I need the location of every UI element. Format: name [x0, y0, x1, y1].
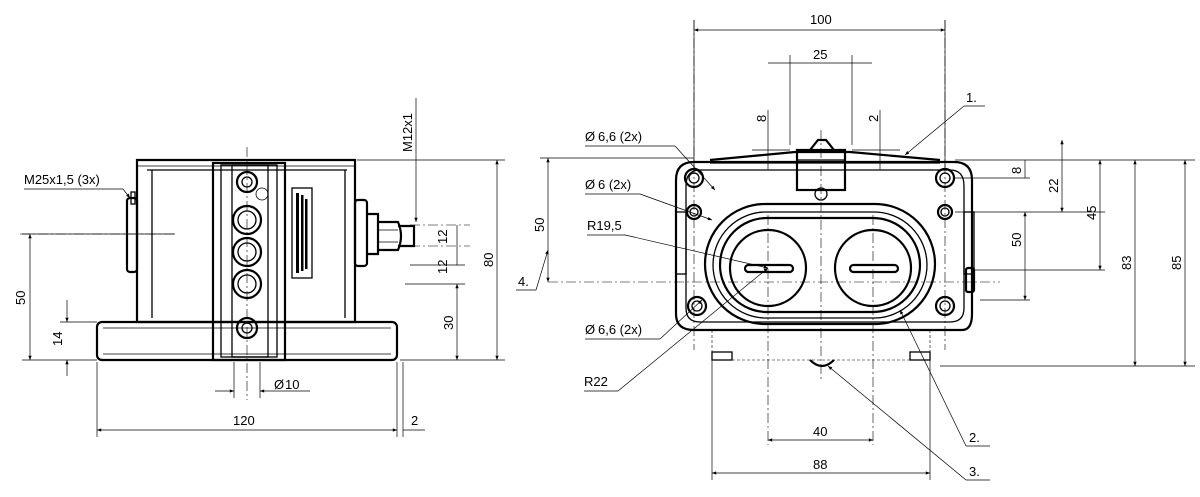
thread-small-label: M12x1	[400, 113, 415, 152]
thread-main-label: M25x1,5 (3x)	[24, 172, 100, 187]
dim-dia-10: 10	[285, 377, 299, 392]
hole-mid-label: 6 (2x)	[598, 177, 631, 192]
radius-inner-label: R19,5	[587, 218, 622, 233]
dim-30: 30	[441, 316, 456, 330]
hole-mid-glyph: Ø	[585, 177, 595, 192]
front-hole-bl	[686, 295, 708, 317]
front-housing	[674, 160, 974, 332]
dim-50-left: 50	[532, 218, 547, 232]
dim-dia-10-glyph: Ø	[274, 377, 284, 392]
dim-25: 25	[813, 47, 827, 62]
callout-1: 1.	[966, 90, 977, 105]
dim-8-top: 8	[754, 115, 769, 122]
front-oval-outer	[703, 202, 937, 326]
dim-12-a: 12	[435, 230, 450, 244]
side-left-gland	[125, 196, 139, 274]
dim-85-right: 85	[1169, 256, 1184, 270]
dim-12-b: 12	[435, 260, 450, 274]
side-center-block	[211, 161, 287, 362]
dim-120: 120	[233, 413, 255, 428]
hole-bottom-label: 6,6 (2x)	[598, 322, 642, 337]
dim-14: 14	[50, 332, 65, 346]
callout-4: 4.	[518, 274, 529, 289]
dim-50-side: 50	[13, 291, 28, 305]
dim-100: 100	[810, 12, 832, 27]
dim-80: 80	[481, 253, 496, 267]
dim-22-right: 22	[1046, 179, 1061, 193]
dim-83-right: 83	[1119, 256, 1134, 270]
dim-2-side: 2	[411, 413, 418, 428]
dim-2-top: 2	[866, 115, 881, 122]
dim-8-right: 8	[1009, 167, 1024, 174]
dim-50-right: 50	[1009, 233, 1024, 247]
radius-outer-label: R22	[584, 374, 608, 389]
side-m12-connector	[398, 224, 416, 248]
hole-bottom-glyph: Ø	[585, 322, 595, 337]
hole-top-glyph: Ø	[585, 129, 595, 144]
callout-2: 2.	[969, 430, 980, 445]
front-view: 100 25 8 2 50 8	[516, 12, 1195, 481]
front-oval-inner	[718, 216, 922, 314]
dim-40: 40	[813, 424, 827, 439]
side-right-gland	[353, 198, 369, 268]
hole-top-label: 6,6 (2x)	[598, 129, 642, 144]
callout-3: 3.	[969, 464, 980, 479]
dim-45-right: 45	[1084, 206, 1099, 220]
dim-88: 88	[813, 457, 827, 472]
side-view: M25x1,5 (3x) M12x1 120 2 Ø 10 80	[13, 98, 505, 437]
